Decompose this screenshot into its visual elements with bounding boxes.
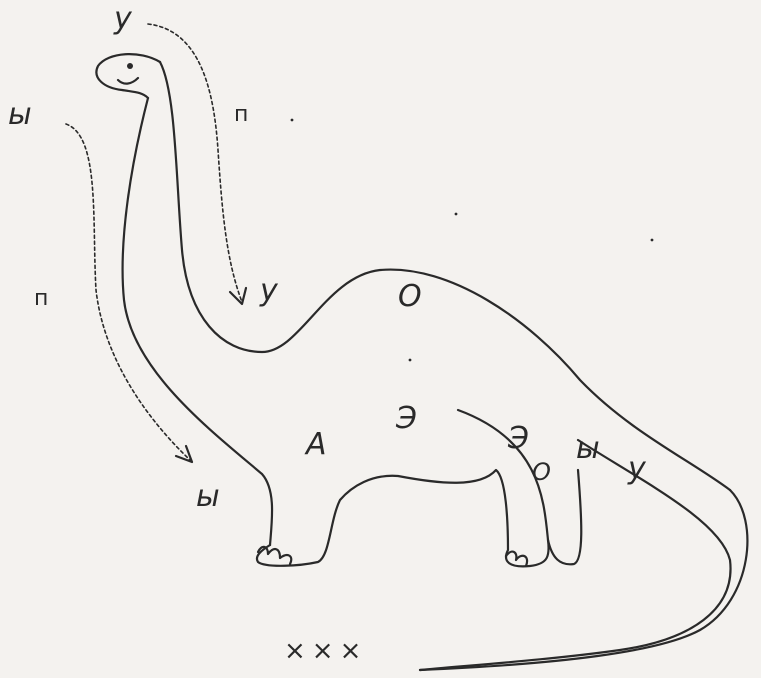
label-bl-tail: ы xyxy=(576,434,600,464)
arrow-left-path xyxy=(66,124,190,460)
label-y-tail: у xyxy=(628,454,646,484)
crosses-mark: ××× xyxy=(284,638,367,664)
label-p-left: п xyxy=(34,288,48,310)
dinosaur-tail-under xyxy=(420,440,731,670)
arrow-top-head xyxy=(230,288,246,304)
label-o-hip: О xyxy=(532,460,551,484)
label-e-rear: Э xyxy=(508,424,529,454)
label-e-belly: Э xyxy=(396,404,417,434)
dinosaur-hind-leg xyxy=(548,470,581,564)
label-o-back: О xyxy=(398,282,422,312)
label-y-arrow: у xyxy=(260,276,278,306)
label-p-neck: п xyxy=(234,104,248,126)
dinosaur-tail-top xyxy=(420,490,747,670)
label-bl-arrow: ы xyxy=(196,482,220,512)
dinosaur-mouth xyxy=(118,78,138,84)
label-a-chest: А xyxy=(306,430,327,460)
dinosaur-head xyxy=(96,54,160,98)
label-bl-left: ы xyxy=(8,100,32,130)
dinosaur-neck-front xyxy=(123,98,273,545)
dinosaur-eye xyxy=(127,63,133,69)
label-y-top: у xyxy=(114,4,132,34)
